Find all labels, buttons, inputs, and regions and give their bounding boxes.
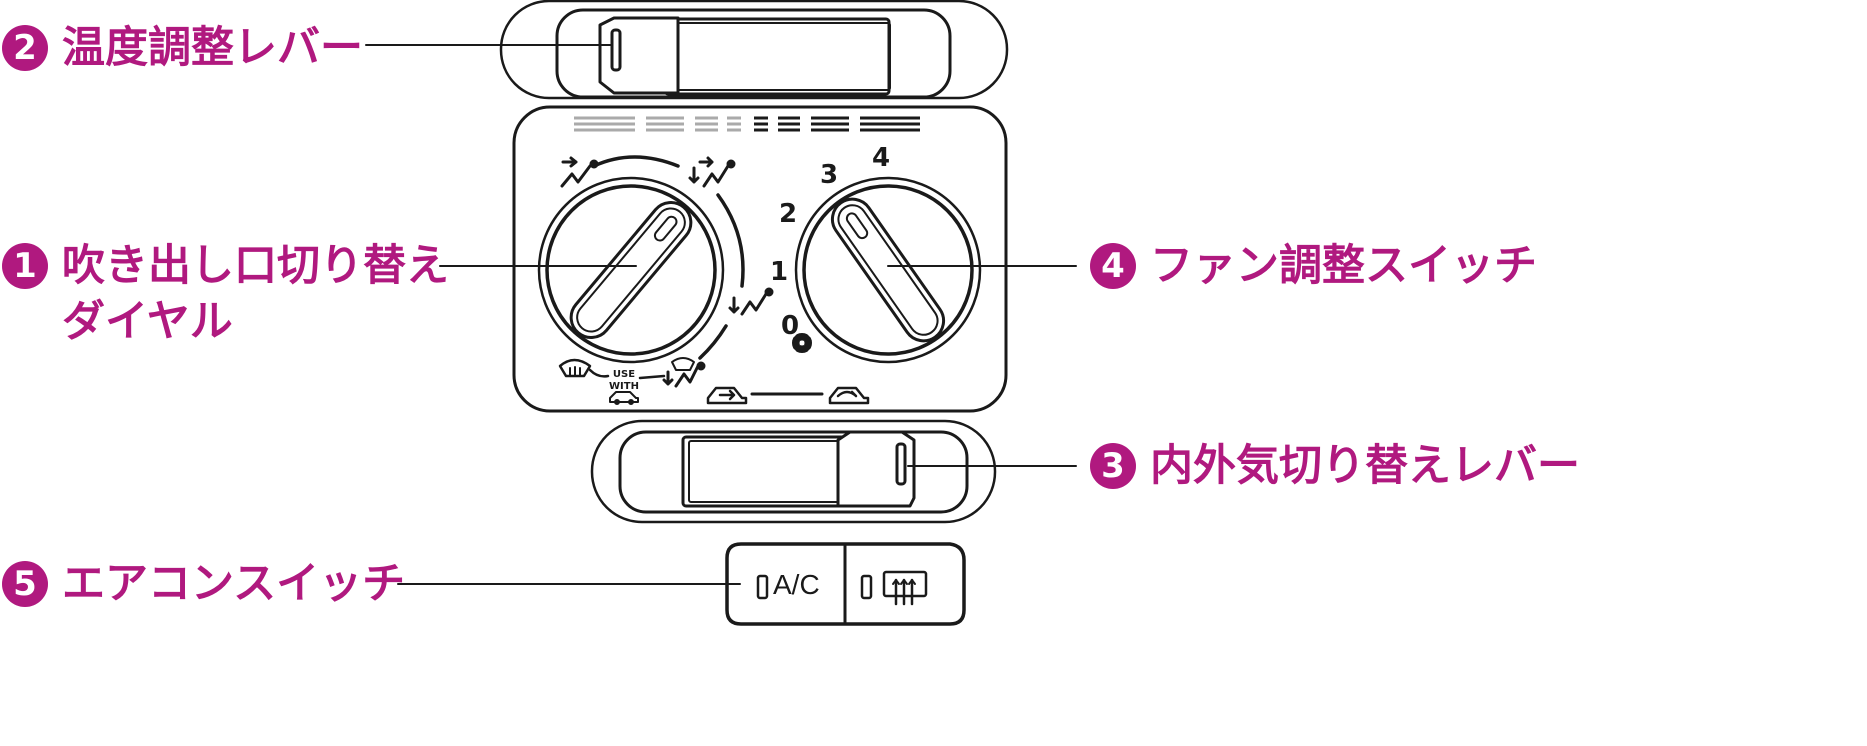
fan-scale: 0 1 2 3 4 [770, 143, 890, 341]
callout-ac-switch: 5 エアコンスイッチ [2, 556, 405, 612]
callout-temperature-lever: 2 温度調整レバー [2, 20, 363, 76]
mode-connector-line [638, 374, 666, 380]
callout-label: 温度調整レバー [62, 23, 363, 73]
callout-label: ファン調整スイッチ [1150, 241, 1537, 291]
temperature-lever[interactable] [499, 0, 1009, 100]
callout-number: 5 [2, 561, 48, 607]
mode-arc [592, 155, 745, 360]
fan-scale-2: 2 [779, 199, 797, 229]
callout-number: 3 [1090, 443, 1136, 489]
ac-indicator-light [756, 574, 769, 600]
fan-scale-3: 3 [820, 160, 838, 190]
rear-defrost-indicator-light [860, 574, 873, 600]
foot-icon [728, 287, 774, 316]
callout-number: 2 [2, 25, 48, 71]
callout-fan-switch: 4 ファン調整スイッチ [1090, 238, 1537, 294]
fan-scale-4: 4 [872, 143, 890, 173]
callout-mode-dial: 1 吹き出し口切り替え ダイヤル [2, 238, 449, 350]
face-vent-icon [560, 156, 599, 188]
fan-dial[interactable] [794, 176, 982, 364]
leader-lines [365, 44, 1077, 585]
intake-lever[interactable] [590, 419, 997, 524]
callout-number: 4 [1090, 243, 1136, 289]
ac-button[interactable]: A/C [773, 569, 820, 600]
with-label: WITH [609, 381, 639, 392]
rear-defrost-icon [882, 570, 928, 606]
recirculate-icon [828, 386, 870, 405]
defrost-icon [558, 358, 592, 378]
mode-connector-line [588, 368, 610, 378]
foot-defrost-icon [662, 357, 706, 388]
fan-scale-0: 0 [781, 311, 799, 341]
fan-scale-1: 1 [770, 257, 788, 287]
bilevel-icon [688, 156, 736, 188]
use-with-car-icon [609, 391, 639, 405]
callout-label: 内外気切り替えレバー [1150, 441, 1580, 491]
vent-strips [574, 116, 920, 132]
callout-number: 1 [2, 243, 48, 289]
ac-control-diagram: 0 1 2 3 4 USE WITH A/C 2 温度調整レバー 1 吹き出し口… [2, 0, 1580, 626]
callout-label: 吹き出し口切り替え [62, 241, 449, 291]
fresh-air-icon [706, 386, 748, 405]
mode-dial[interactable] [537, 176, 725, 364]
callout-label: エアコンスイッチ [62, 559, 406, 609]
fan-icon [792, 333, 812, 353]
use-label: USE [613, 369, 635, 380]
callout-intake-lever: 3 内外気切り替えレバー [1090, 438, 1580, 494]
callout-label-line2: ダイヤル [62, 297, 233, 347]
ac-switch-unit [725, 542, 966, 626]
main-panel [512, 105, 1008, 413]
control-panel-drawing: 0 1 2 3 4 USE WITH A/C [365, 0, 1077, 626]
